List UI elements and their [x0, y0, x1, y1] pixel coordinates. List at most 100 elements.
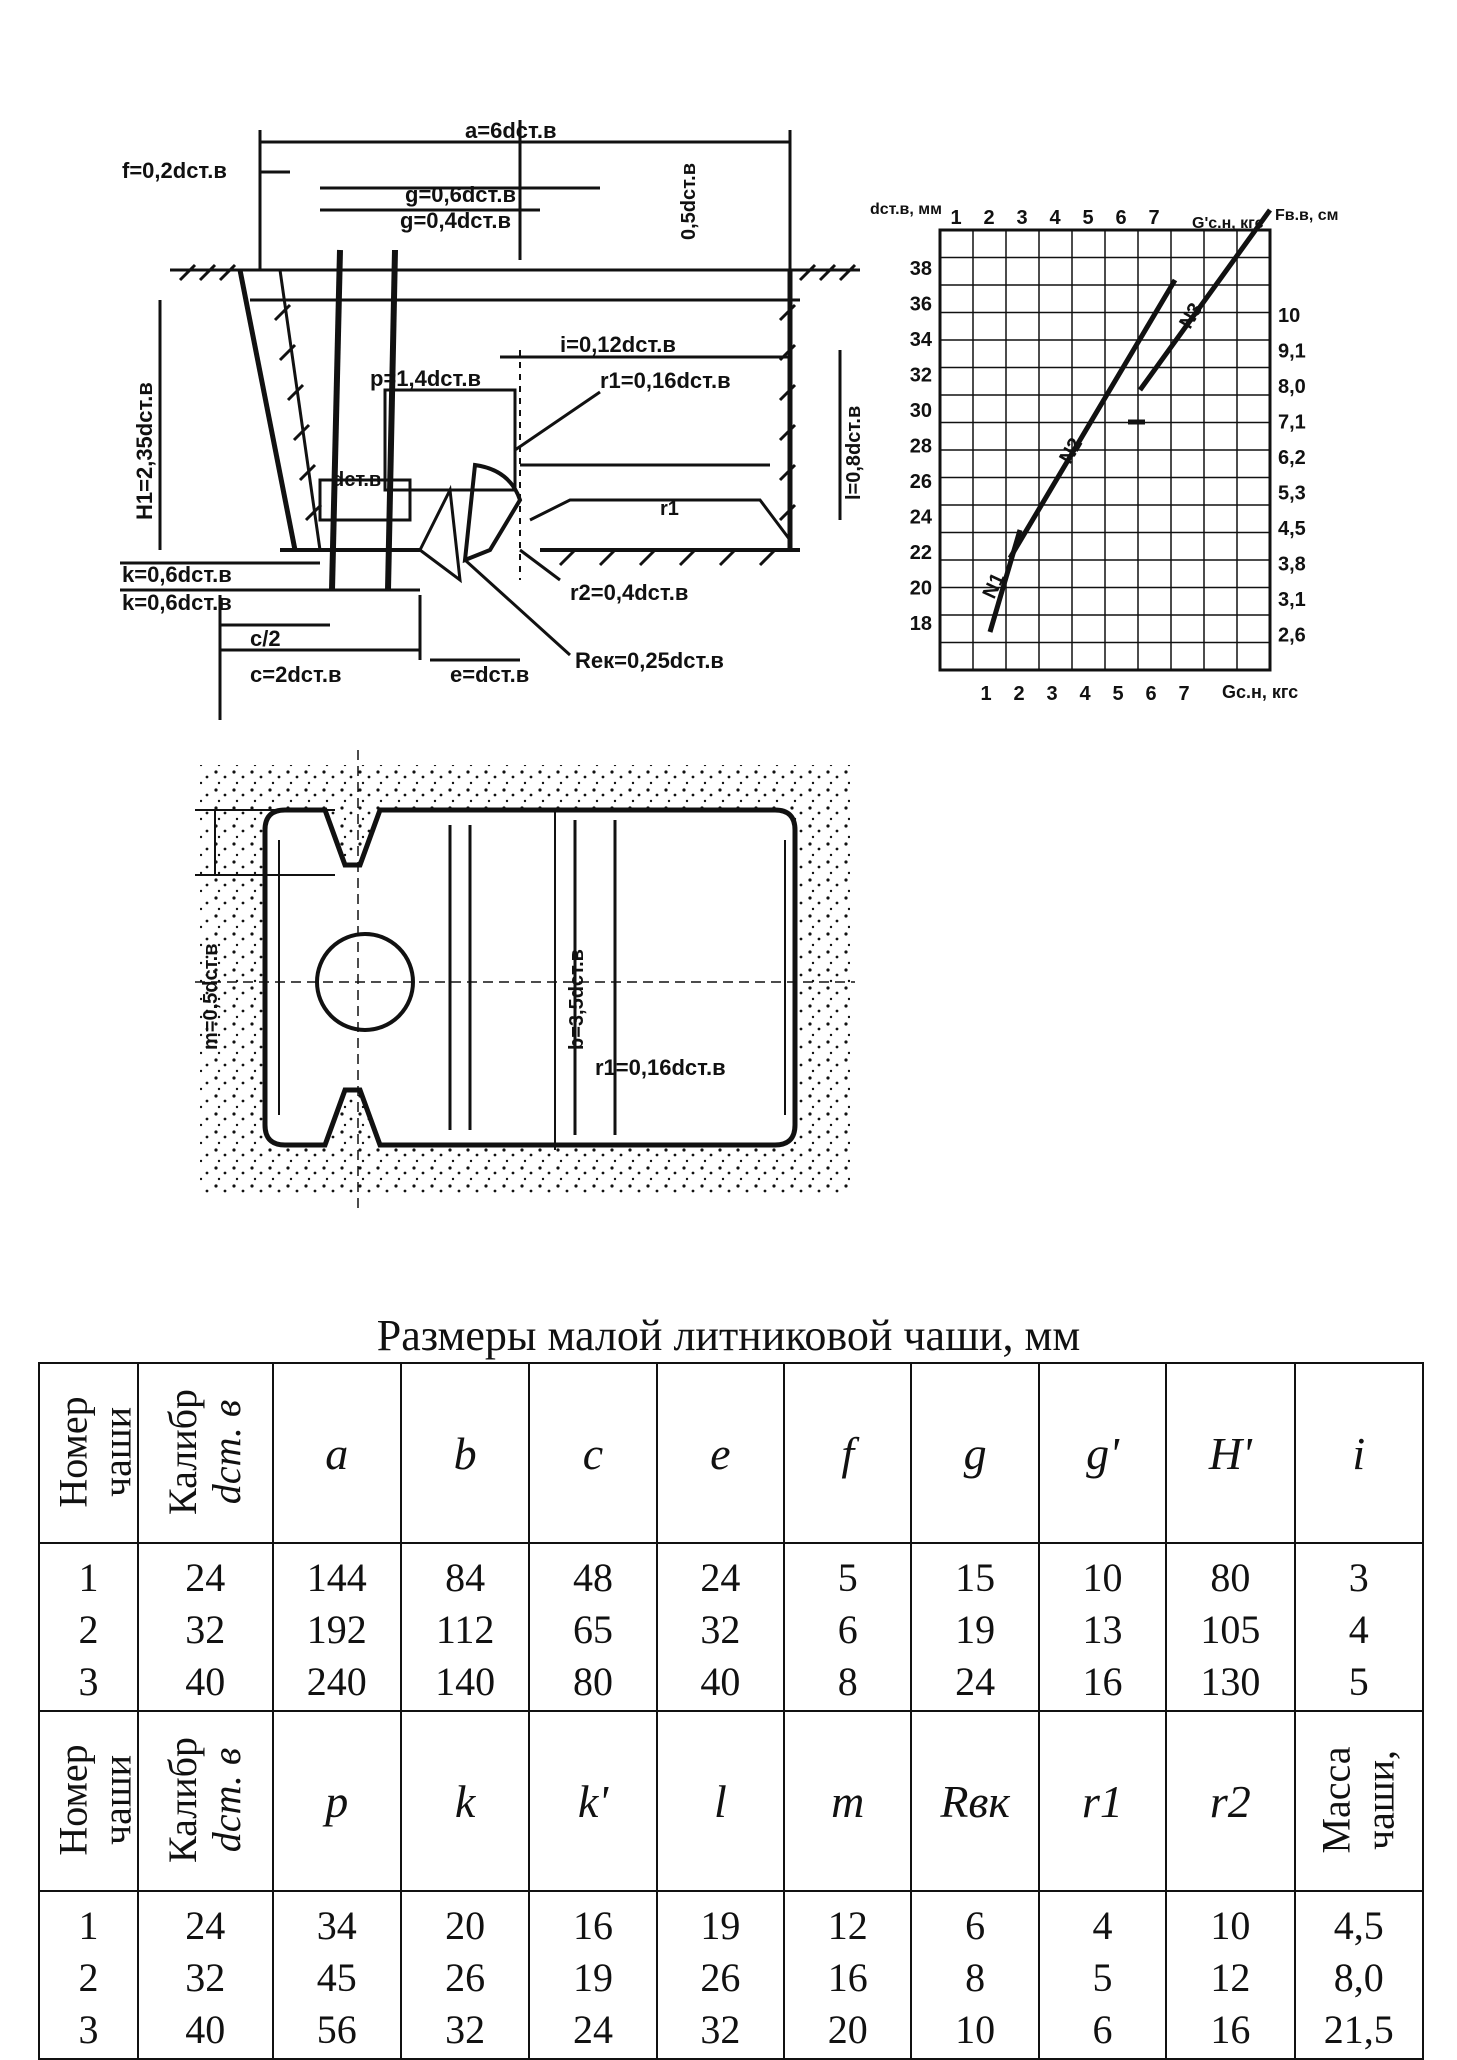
label-rr: r1 [660, 498, 679, 520]
nomo-bottom-label: Gс.н, кгс [1222, 682, 1298, 702]
header-a: a [271, 1362, 402, 1544]
label-half: 0,5dст.в [678, 163, 700, 240]
label-c: c=2dст.в [250, 662, 341, 687]
nomo-right-tick: 8,0 [1278, 376, 1306, 398]
header-g-prime: g' [1037, 1362, 1168, 1544]
nomogram: 3836343230282624222018109,18,07,16,25,34… [870, 201, 1339, 705]
header-r2: r2 [1165, 1710, 1296, 1892]
label-e: e=dст.в [450, 662, 529, 687]
label-i: i=0,12dст.в [560, 332, 676, 357]
nomo-y-tick: 24 [910, 507, 933, 529]
label-k1: k=0,6dст.в [122, 562, 232, 587]
nomo-bottom-tick: 7 [1178, 683, 1189, 705]
header-Rvk: Rвк [910, 1710, 1040, 1892]
label-k2: k=0,6dст.в [122, 590, 232, 615]
label-g2: g=0,4dст.в [400, 208, 511, 233]
nomo-right-tick: 10 [1278, 305, 1300, 327]
header-b: b [399, 1362, 531, 1544]
nomo-y-tick: 38 [910, 258, 932, 280]
cup-plan-drawing: m=0,5dст.в b=3,5dст.в r1=0,16dст.в [195, 750, 855, 1210]
label-c2: c/2 [250, 626, 281, 651]
label-g1: g=0,6dст.в [405, 182, 516, 207]
nomo-right-tick: 3,8 [1278, 554, 1306, 576]
nomo-y-tick: 26 [910, 471, 932, 493]
header-l: l [655, 1710, 786, 1892]
nomo-right-tick: 3,1 [1278, 589, 1306, 611]
nomo-bottom-tick: 1 [980, 683, 991, 705]
nomo-y-tick: 28 [910, 436, 932, 458]
nomo-right-tick: 5,3 [1278, 483, 1306, 505]
header-g: g [910, 1362, 1040, 1544]
nomo-top-tick: 4 [1049, 207, 1061, 229]
nomo-y-tick: 20 [910, 578, 932, 600]
nomo-top-tick: 6 [1115, 207, 1126, 229]
header-i: i [1293, 1362, 1425, 1544]
header-H-prime: H' [1165, 1362, 1296, 1544]
header-k-prime: k' [528, 1710, 658, 1892]
header-k: k [399, 1710, 531, 1892]
nomo-bottom-tick: 5 [1112, 683, 1123, 705]
nomo-y-tick: 18 [910, 613, 932, 635]
label-r1b: r1=0,16dст.в [595, 1055, 726, 1080]
header-m: m [783, 1710, 913, 1892]
label-H: H1=2,35dст.в [132, 382, 157, 520]
label-l: l=0,8dст.в [843, 406, 865, 500]
nomo-bottom-tick: 2 [1013, 683, 1024, 705]
table-caption: Размеры малой литниковой чаши, мм [376, 1311, 1081, 1360]
nomo-top-tick: 5 [1082, 207, 1093, 229]
nomo-top-tick: 7 [1148, 207, 1159, 229]
nomo-bottom-tick: 4 [1079, 683, 1091, 705]
nomo-right-tick: 4,5 [1278, 518, 1306, 540]
header-f: f [783, 1362, 913, 1544]
nomo-bottom-tick: 6 [1145, 683, 1156, 705]
label-r1: r1=0,16dст.в [600, 368, 731, 393]
cup-section-drawing: a=6dст.в f=0,2dст.в g=0,6dст.в g=0,4dст.… [120, 120, 865, 720]
header-r1: r1 [1037, 1710, 1168, 1892]
label-a: a=6dст.в [465, 120, 556, 143]
label-p: p=1,4dст.в [370, 366, 481, 391]
nomo-right-tick: 7,1 [1278, 412, 1306, 434]
label-b: b=3,5dст.в [566, 949, 588, 1050]
nomo-top-tick: 1 [950, 207, 961, 229]
nomo-right-label: Fв.в, см [1275, 207, 1339, 224]
nomo-bottom-tick: 3 [1046, 683, 1057, 705]
header-c: c [528, 1362, 658, 1544]
nomo-top-tick: 3 [1016, 207, 1027, 229]
header-p: p [271, 1710, 402, 1892]
nomo-y-tick: 34 [910, 329, 933, 351]
nomo-top-label: G'с.н, кгс [1192, 215, 1264, 232]
nomo-right-tick: 6,2 [1278, 447, 1306, 469]
nomo-y-tick: 30 [910, 400, 932, 422]
header-e: e [655, 1362, 786, 1544]
nomo-top-tick: 2 [983, 207, 994, 229]
nomo-y-tick: 22 [910, 542, 932, 564]
nomo-y-label: dст.в, мм [870, 201, 942, 218]
label-Rek: Rек=0,25dст.в [575, 648, 724, 673]
